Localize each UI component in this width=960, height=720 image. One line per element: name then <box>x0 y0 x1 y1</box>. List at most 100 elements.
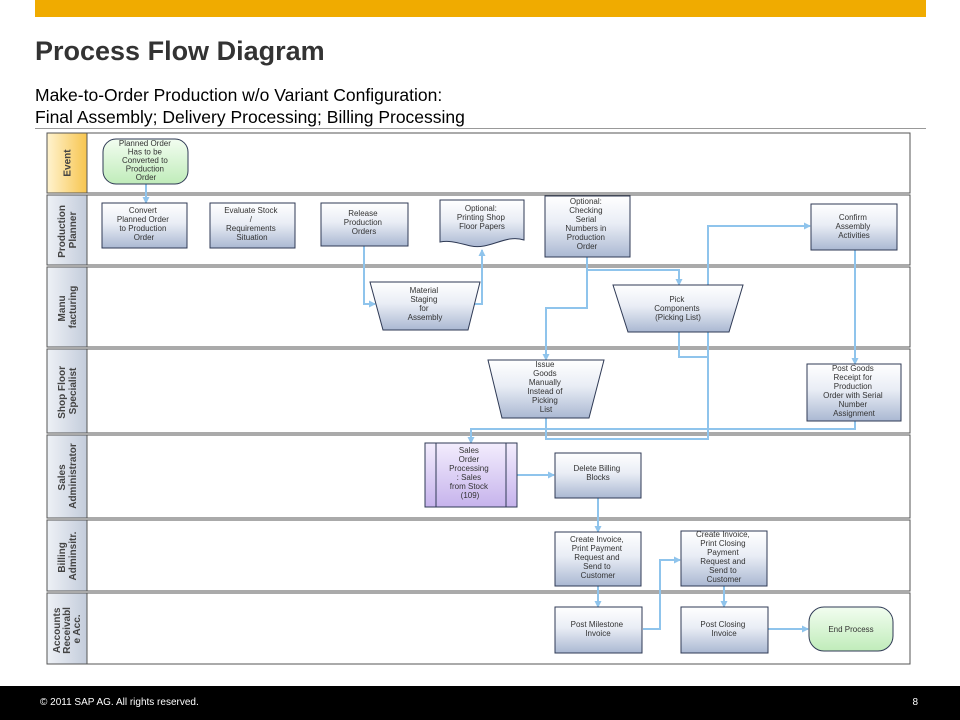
node-text-printing-shop-floor: Optional: Printing Shop Floor Papers <box>457 204 507 231</box>
node-text-line: Production <box>567 233 605 242</box>
node-text-line: Payment <box>707 548 739 557</box>
node-text-line: Order with Serial <box>823 391 883 400</box>
subprocess-sales-order-processing: Sales Order Processing : Sales from Stoc… <box>424 442 518 508</box>
node-text-line: Printing Shop <box>457 213 506 222</box>
lane-label-line: Planner <box>68 212 79 249</box>
subtitle-line-1: Make-to-Order Production w/o Variant Con… <box>35 85 443 105</box>
node-text-planned-order: Planned Order Has to be Converted to Pro… <box>119 139 173 182</box>
task-post-goods-receipt: Post Goods Receipt for Production Order … <box>806 363 902 422</box>
task-confirm-assembly-activities: Confirm Assembly Activities <box>810 203 898 251</box>
node-text-line: Order <box>136 173 157 182</box>
lane-label-line: e Acc. <box>72 614 83 643</box>
task-post-closing-invoice: Post Closing Invoice <box>680 606 769 654</box>
node-text-line: Floor Papers <box>459 222 505 231</box>
node-text-line: Delete Billing <box>574 464 621 473</box>
node-text-line: from Stock <box>450 482 489 491</box>
task-create-invoice-closing-payment: Create Invoice, Print Closing Payment Re… <box>680 530 768 587</box>
node-text-line: Invoice <box>711 629 737 638</box>
node-text-line: Numbers in <box>565 224 606 233</box>
lane-event: Event <box>46 132 911 194</box>
node-text-line: to Production <box>119 224 166 233</box>
node-text-line: Requirements <box>226 224 276 233</box>
manual-material-staging: Material Staging for Assembly <box>369 281 481 331</box>
node-text-line: Post Closing <box>700 620 745 629</box>
node-text-line: Production <box>126 165 164 174</box>
connector-release-to-staging <box>363 246 376 308</box>
node-text-line: Processing <box>449 464 489 473</box>
lane-label-line: Specialist <box>68 367 79 414</box>
node-text-line: Manually <box>529 378 561 387</box>
event-end-process: End Process <box>808 606 894 652</box>
node-text-line: : Sales <box>457 473 481 482</box>
node-text-line: Converted to <box>122 156 168 165</box>
node-text-line: Customer <box>707 575 742 584</box>
node-text-line: Convert <box>129 206 158 215</box>
task-post-milestone-invoice: Post Milestone Invoice <box>554 606 643 654</box>
manual-pick-components: Pick Components (Picking List) <box>612 284 744 333</box>
node-text-checking-serial: Optional: Checking Serial Numbers in Pro… <box>565 197 608 251</box>
lane-label-line: Receivabl <box>62 607 73 654</box>
node-text-line: Picking <box>532 396 558 405</box>
node-text-line: Assignment <box>833 409 876 418</box>
node-text-post-milestone: Post Milestone Invoice <box>571 620 626 638</box>
node-text-line: Confirm <box>839 213 867 222</box>
node-text-line: Request and <box>574 553 619 562</box>
lane-label-line: Manu <box>57 295 68 321</box>
node-text-line: Activities <box>838 231 870 240</box>
node-text-line: Optional: <box>570 197 602 206</box>
node-text-line: Order <box>577 242 598 251</box>
page-number: 8 <box>912 697 918 708</box>
node-text-line: Planned Order <box>117 215 169 224</box>
node-text-line: Print Closing <box>700 539 745 548</box>
lane-label-line: Sales <box>57 464 68 491</box>
node-text-sales-order: Sales Order Processing : Sales from Stoc… <box>449 446 491 500</box>
lane-label-line: Accounts <box>52 607 63 653</box>
node-text-line: Send to <box>583 562 611 571</box>
node-text-line: Situation <box>236 233 267 242</box>
lane-label-line: Production <box>57 205 68 258</box>
node-text-line: End Process <box>828 625 873 634</box>
task-delete-billing-blocks: Delete Billing Blocks <box>554 452 642 499</box>
task-convert-planned-order: Convert Planned Order to Production Orde… <box>101 202 188 249</box>
node-text-line: Number <box>839 400 868 409</box>
node-text-line: Assembly <box>408 313 443 322</box>
node-text-post-closing: Post Closing Invoice <box>700 620 747 638</box>
connector-checking-to-issue <box>542 270 588 361</box>
lane-label-production-planner: Production Planner <box>57 202 79 258</box>
node-text-pick-components: Pick Components (Picking List) <box>654 295 702 322</box>
document-printing-shop-floor-papers: Optional: Printing Shop Floor Papers <box>439 199 525 248</box>
connector-checking-to-pick <box>586 257 683 286</box>
node-text-line: Production <box>834 382 872 391</box>
node-text-line: Print Payment <box>572 544 623 553</box>
lane-label-sales-administrator: Sales Administrator <box>57 443 79 509</box>
node-text-confirm-assembly: Confirm Assembly Activities <box>836 213 873 240</box>
page-title: Process Flow Diagram <box>35 36 325 66</box>
node-text-line: / <box>250 215 253 224</box>
node-text-evaluate-stock: Evaluate Stock / Requirements Situation <box>224 206 280 242</box>
node-text-line: Order <box>459 455 480 464</box>
node-text-line: Optional: <box>465 204 497 213</box>
node-text-post-goods-receipt: Post Goods Receipt for Production Order … <box>823 364 885 418</box>
node-text-line: Request and <box>700 557 745 566</box>
task-evaluate-stock: Evaluate Stock / Requirements Situation <box>209 202 296 249</box>
connector-goods-receipt-to-sales-order <box>467 421 856 444</box>
lane-label-manufacturing: Manu facturing <box>57 286 79 329</box>
lane-manufacturing: Manu facturing <box>46 266 911 348</box>
task-create-invoice-payment-request: Create Invoice, Print Payment Request an… <box>554 531 642 587</box>
node-text-line: Blocks <box>586 473 610 482</box>
subtitle-line-2: Final Assembly; Delivery Processing; Bil… <box>35 107 465 127</box>
lane-label-accounts-receivable: Accounts Receivabl e Acc. <box>52 604 83 653</box>
lane-label-event: Event <box>63 149 74 177</box>
node-text-line: Components <box>654 304 699 313</box>
node-text-line: Serial <box>576 215 597 224</box>
manual-issue-goods: Issue Goods Manually Instead of Picking … <box>487 359 605 419</box>
node-text-line: Post Milestone <box>571 620 624 629</box>
lane-label-billing-administrator: Billing Adminsitr. <box>57 531 79 580</box>
lane-label-shop-floor-specialist: Shop Floor Specialist <box>57 363 79 419</box>
node-text-line: Orders <box>352 227 376 236</box>
node-text-line: Send to <box>709 566 737 575</box>
lane-label-line: Shop Floor <box>57 366 68 419</box>
lane-label-line: Billing <box>57 542 68 573</box>
task-checking-serial-numbers: Optional: Checking Serial Numbers in Pro… <box>544 195 631 258</box>
node-text-line: Instead of <box>527 387 563 396</box>
